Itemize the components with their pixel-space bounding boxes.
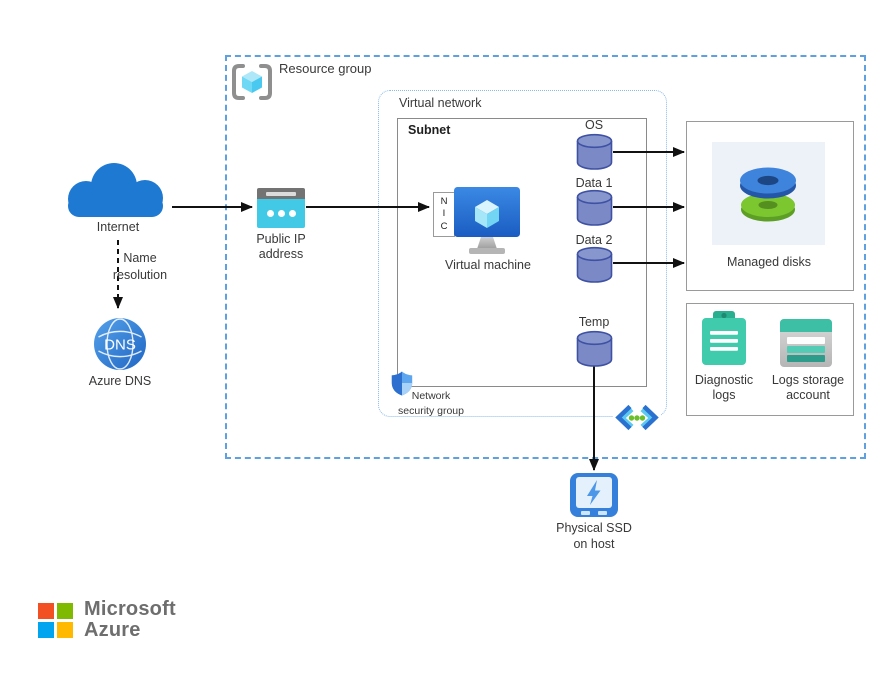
diagnostic-logs-label: Diagnostic logs xyxy=(694,373,754,402)
microsoft-logo-red-square xyxy=(38,603,54,619)
public-ip-top-bar xyxy=(257,188,305,199)
virtual-network-box xyxy=(378,90,667,417)
logs-storage-account-label: Logs storage account xyxy=(771,373,845,402)
azure-dns-label: Azure DNS xyxy=(88,374,152,388)
disk-data2-label: Data 2 xyxy=(575,233,613,247)
resource-group-icon xyxy=(232,64,272,100)
disk-data1-label: Data 1 xyxy=(575,176,613,190)
virtual-network-label: Virtual network xyxy=(399,96,482,110)
network-security-group-label: Network security group xyxy=(398,390,464,417)
public-ip-dot xyxy=(266,210,274,217)
name-resolution-label: Name resolution xyxy=(112,251,168,282)
brand-text: Microsoft Azure xyxy=(84,599,176,640)
brand-azure: Azure xyxy=(84,618,141,641)
public-ip-slot xyxy=(266,191,296,196)
microsoft-logo-icon xyxy=(38,603,73,638)
diagnostic-logs-icon xyxy=(702,311,746,365)
disk-data1-icon xyxy=(576,189,613,226)
subnet-box xyxy=(397,118,647,387)
public-ip-dot xyxy=(288,210,296,217)
public-ip-label: Public IP address xyxy=(256,232,306,261)
network-security-group-icon xyxy=(391,371,413,396)
public-ip-body xyxy=(257,199,305,228)
disk-data2-icon xyxy=(576,246,613,283)
brand-microsoft: Microsoft xyxy=(84,598,176,620)
azure-dns-icon: DNS xyxy=(94,318,146,370)
managed-disks-icon xyxy=(740,167,796,222)
microsoft-logo-green-square xyxy=(57,603,73,619)
managed-disks-label: Managed disks xyxy=(726,255,812,269)
disk-os-label: OS xyxy=(584,118,604,132)
virtual-network-chevron-icon xyxy=(613,403,661,433)
public-ip-icon xyxy=(257,188,305,228)
internet-label: Internet xyxy=(96,220,140,234)
disk-os-icon xyxy=(576,133,613,170)
subnet-label: Subnet xyxy=(408,123,451,137)
microsoft-logo-blue-square xyxy=(38,622,54,638)
dns-icon-text: DNS xyxy=(104,337,136,354)
disk-temp-label: Temp xyxy=(578,315,610,329)
virtual-machine-icon xyxy=(454,187,520,254)
disk-temp-icon xyxy=(576,330,613,367)
internet-cloud-icon xyxy=(68,163,163,217)
public-ip-dot xyxy=(277,210,285,217)
virtual-machine-label: Virtual machine xyxy=(445,258,531,272)
resource-group-box xyxy=(225,55,866,459)
logs-storage-account-icon xyxy=(780,319,832,367)
physical-ssd-label: Physical SSD on host xyxy=(556,521,632,551)
microsoft-logo-yellow-square xyxy=(57,622,73,638)
resource-group-label: Resource group xyxy=(279,61,372,76)
physical-ssd-icon xyxy=(570,473,618,517)
